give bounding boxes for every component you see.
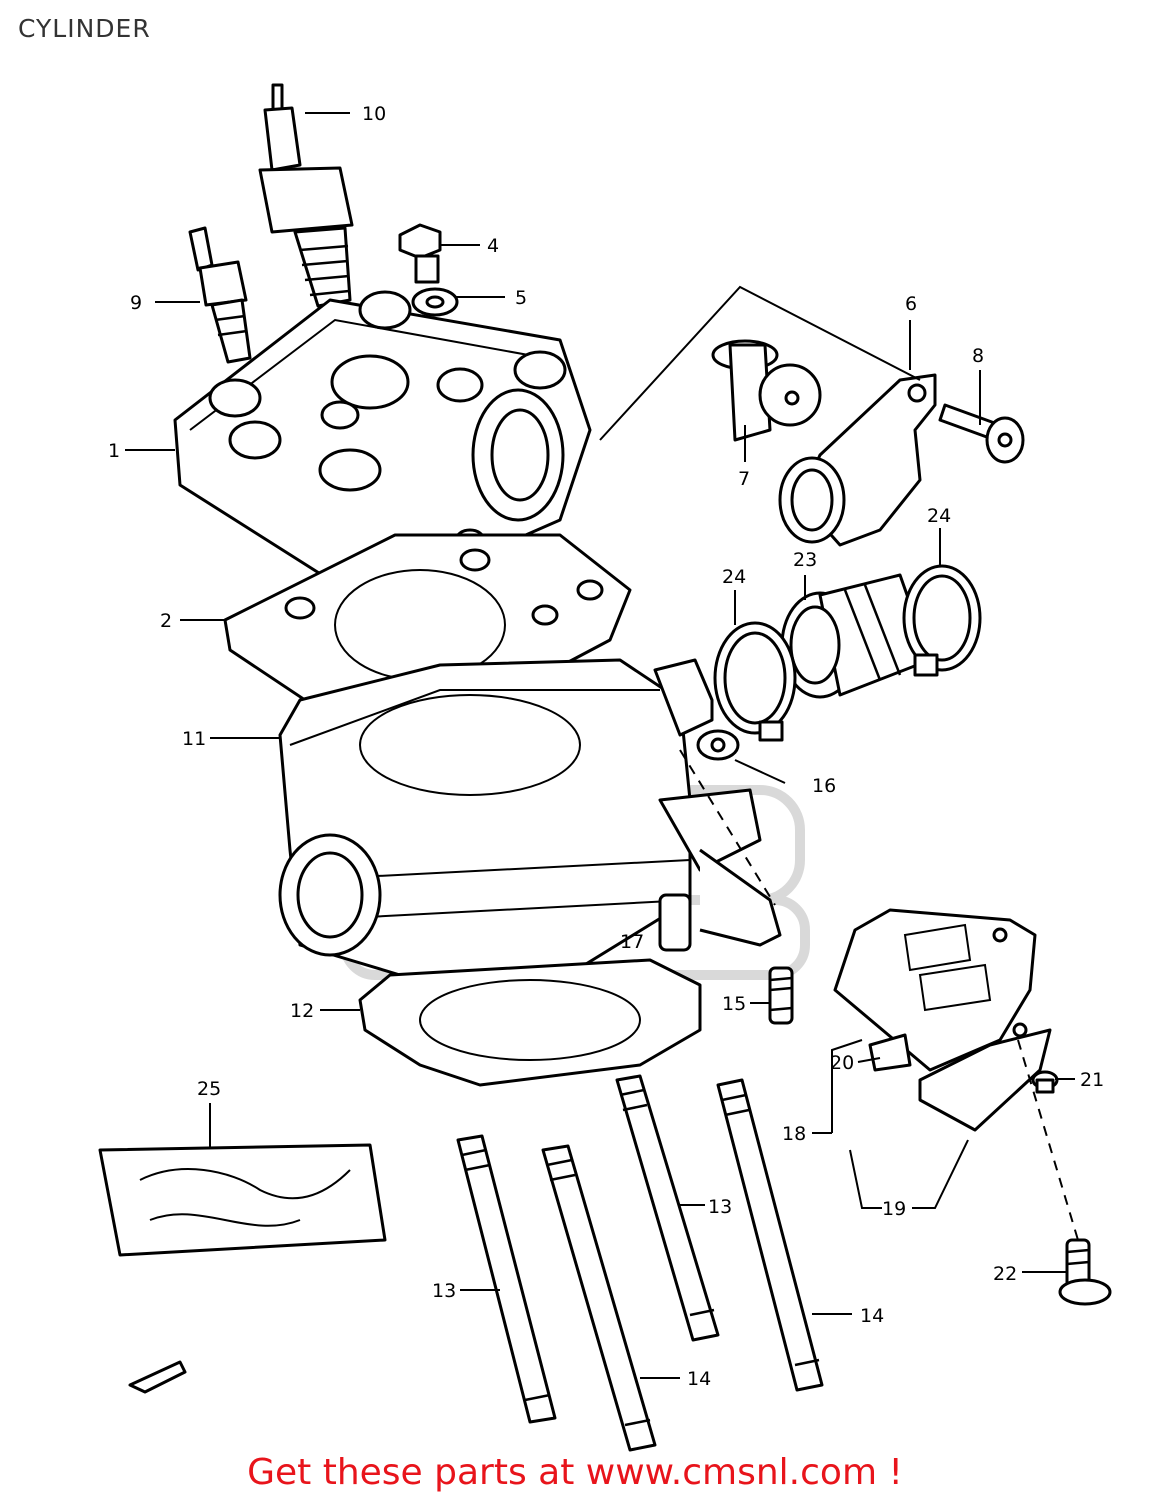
callout-23: 23 [793,549,817,571]
hose-clamp-left[interactable] [713,621,797,742]
callout-10: 10 [362,103,386,125]
callout-15: 15 [722,993,746,1015]
base-gasket[interactable] [358,848,782,1087]
dowel-pin[interactable] [658,893,692,952]
callout-13-right: 13 [708,1196,732,1218]
thermostat[interactable] [711,339,822,442]
spark-plug[interactable] [258,83,354,308]
callout-17: 17 [620,931,644,953]
long-stud-14-left[interactable] [541,1144,657,1452]
callout-12: 12 [290,1000,314,1022]
small-nut[interactable] [1031,1070,1059,1094]
callout-11: 11 [182,728,206,750]
short-stud[interactable] [768,966,794,1025]
long-stud-14-right[interactable] [716,1078,824,1392]
callout-22: 22 [993,1263,1017,1285]
gasket-set[interactable] [98,1143,387,1257]
leader-lines [125,112,1079,1379]
callout-7: 7 [738,468,750,490]
callout-24-left: 24 [722,566,746,588]
callout-16: 16 [812,775,836,797]
temperature-sensor[interactable] [188,226,252,364]
callout-20: 20 [830,1052,854,1074]
footer-link[interactable]: Get these parts at www.cmsnl.com ! [247,1452,903,1493]
callout-14-right: 14 [860,1305,884,1327]
callout-25: 25 [197,1078,221,1100]
cylinder-head[interactable] [173,290,592,592]
callout-24-right: 24 [927,505,951,527]
head-bolt[interactable] [398,223,442,284]
callout-2: 2 [160,610,172,632]
callout-21: 21 [1080,1069,1104,1091]
callout-4: 4 [487,235,499,257]
long-stud-13-left[interactable] [456,1134,557,1424]
callout-9: 9 [130,292,142,314]
long-stud-13-right[interactable] [615,1074,720,1342]
callout-14-left: 14 [687,1368,711,1390]
callout-19: 19 [882,1198,906,1220]
reed-valve-assembly[interactable] [833,908,1052,1132]
callout-6: 6 [905,293,917,315]
page-title: CYLINDER [18,14,151,43]
flange-bolt[interactable] [696,729,740,761]
intake-pipe[interactable] [780,573,932,699]
callout-8: 8 [972,345,984,367]
callout-5: 5 [515,287,527,309]
callout-18: 18 [782,1123,806,1145]
reed-screw[interactable] [1058,1238,1112,1306]
front-arrow-icon [128,1360,187,1394]
washer[interactable] [411,287,459,317]
cylinder[interactable] [278,658,762,982]
callout-1: 1 [108,440,120,462]
cover-bolt[interactable] [938,403,1025,464]
thermostat-cover[interactable] [778,373,937,547]
callout-13-left: 13 [432,1280,456,1302]
hose-clamp-right[interactable] [902,564,982,677]
